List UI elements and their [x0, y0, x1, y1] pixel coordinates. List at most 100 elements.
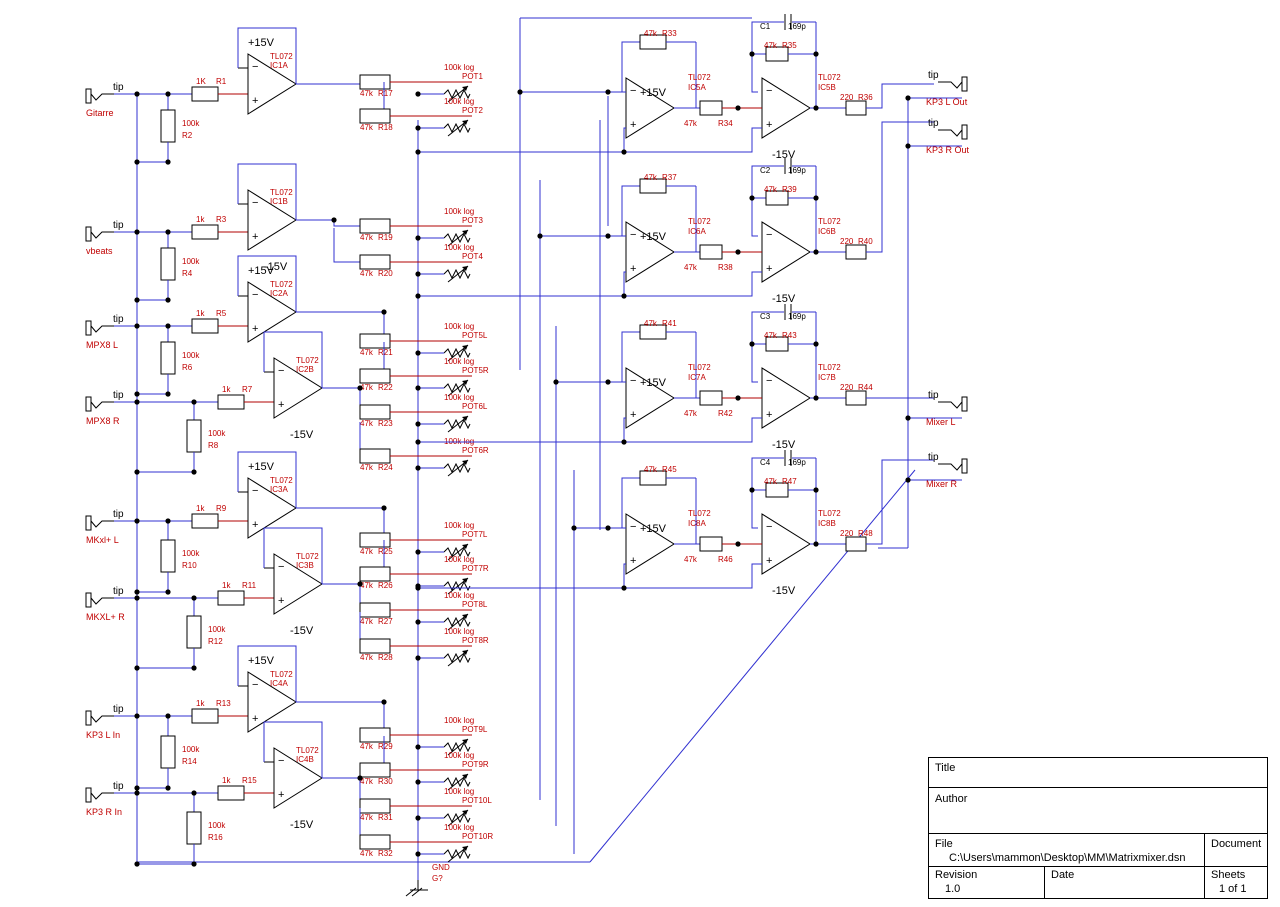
potentiometer-zigzag — [443, 462, 471, 474]
junction-dot — [735, 395, 741, 401]
opamp-feedback-wire — [237, 645, 297, 702]
inverting-feedback-value: 47k — [764, 41, 778, 50]
junction-dot — [331, 217, 337, 223]
pot-value: 100k log — [444, 627, 474, 636]
jack-tip-label: tip — [113, 781, 124, 792]
opamp-supply-label: +15V — [248, 265, 275, 277]
junction-dot — [415, 235, 421, 241]
opamp-inverting-sign: − — [766, 85, 772, 97]
shunt-resistor-value: 100k — [208, 821, 226, 830]
junction-dot — [191, 399, 197, 405]
resistor-body — [359, 218, 391, 234]
potentiometer-arrowhead — [462, 578, 468, 583]
shunt-resistor-value: 100k — [182, 351, 200, 360]
send-feed-wire — [322, 583, 361, 610]
pot-value: 100k log — [444, 97, 474, 106]
junction-dot — [735, 541, 741, 547]
opamp-feedback-wire — [237, 451, 297, 508]
opamp-inverting-sign: − — [630, 85, 636, 97]
potentiometer-arrowhead — [462, 266, 468, 271]
junction-dot — [605, 379, 611, 385]
junction-dot — [415, 585, 421, 591]
junction-dot — [165, 518, 171, 524]
output-supply-label: -15V — [772, 293, 796, 305]
resistor-body — [186, 615, 202, 649]
pot-value: 100k log — [444, 716, 474, 725]
opamp-noninverting-sign: + — [252, 95, 258, 107]
input-resistor-value: 1k — [222, 581, 231, 590]
opamp-noninverting-sign: + — [766, 263, 772, 275]
junction-dot — [605, 525, 611, 531]
pot-value: 100k log — [444, 322, 474, 331]
send-resistor-ref: R29 — [378, 742, 393, 751]
title-block: Title Author File C:\Users\mammon\Deskto… — [928, 757, 1268, 899]
junction-dot — [415, 385, 421, 391]
send-resistor-value: 47k — [360, 123, 374, 132]
opamp-part: TL072 — [270, 476, 293, 485]
resistor-body — [699, 390, 723, 406]
pot-value: 100k log — [444, 63, 474, 72]
input-resistor-ref: R11 — [242, 581, 257, 590]
potentiometer-zigzag — [443, 382, 471, 394]
sheets-value: 1 of 1 — [1219, 883, 1247, 895]
resistor-body — [359, 727, 391, 743]
shunt-resistor-ref: R8 — [208, 441, 219, 450]
opamp-feedback-wire — [237, 163, 297, 220]
send-resistor-value: 47k — [360, 89, 374, 98]
opamp-triangle — [247, 671, 297, 733]
opamp-part: TL072 — [270, 670, 293, 679]
shunt-resistor-ref: R10 — [182, 561, 197, 570]
opamp-noninverting-sign: + — [252, 323, 258, 335]
author-divider — [929, 833, 1267, 834]
pot-ref: POT9L — [462, 725, 488, 734]
junction-dot — [134, 297, 140, 303]
junction-dot — [415, 125, 421, 131]
junction-dot — [381, 699, 387, 705]
junction-dot — [905, 415, 911, 421]
resistor-body — [699, 536, 723, 552]
resistor-body — [359, 762, 391, 778]
send-resistor-ref: R30 — [378, 777, 393, 786]
resistor-body — [359, 834, 391, 850]
opamp-noninverting-sign: + — [278, 789, 284, 801]
capacitor-value: 169p — [788, 22, 806, 31]
send-resistor-value: 47k — [360, 419, 374, 428]
opamp-inverting-sign: − — [630, 229, 636, 241]
send-resistor-value: 47k — [360, 547, 374, 556]
input-jack-label: KP3 R In — [86, 807, 122, 817]
input-resistor-ref: R5 — [216, 309, 227, 318]
opamp-noninverting-sign: + — [278, 595, 284, 607]
junction-dot — [415, 815, 421, 821]
junction-dot — [134, 391, 140, 397]
coupling-ref: R34 — [718, 119, 733, 128]
resistor-body — [186, 811, 202, 845]
sum-feedback-value: 47k — [644, 29, 658, 38]
author-label: Author — [935, 793, 968, 805]
resistor-body — [217, 394, 245, 410]
capacitor-ref: C3 — [760, 312, 771, 321]
send-feed-wire — [322, 387, 361, 412]
opamp-triangle — [247, 189, 297, 251]
junction-dot — [517, 89, 523, 95]
jack-sleeve — [85, 396, 92, 412]
potentiometer-arrowhead — [462, 86, 468, 91]
send-resistor-value: 47k — [360, 617, 374, 626]
pot-ref: POT5L — [462, 331, 488, 340]
junction-dot — [621, 149, 627, 155]
output-resistor-ref: R44 — [858, 383, 873, 392]
junction-dot — [605, 89, 611, 95]
junction-dot — [134, 665, 140, 671]
output-part: TL072 — [818, 363, 841, 372]
potentiometer-zigzag — [443, 848, 471, 860]
output-part: TL072 — [818, 509, 841, 518]
opamp-ref: IC3B — [296, 561, 314, 570]
